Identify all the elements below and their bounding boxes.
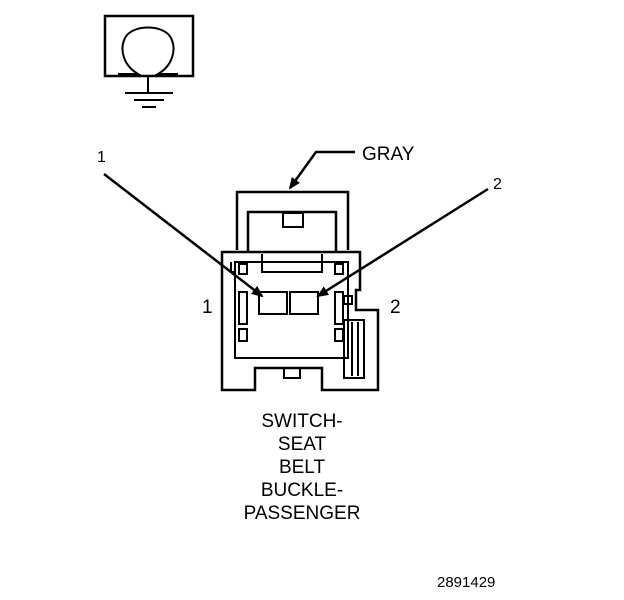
wire-color-label: GRAY <box>362 144 415 165</box>
ground-symbol-icon <box>103 14 195 108</box>
connector-name-line: BELT <box>278 457 326 478</box>
figure-id: 2891429 <box>437 574 496 591</box>
callout-arrows <box>103 173 489 298</box>
connector-housing <box>220 190 380 392</box>
connector-name-line: BUCKLE- <box>260 480 344 501</box>
pin-label-2: 2 <box>390 297 401 318</box>
wire-color-leader <box>288 150 355 190</box>
connector-name-line: SWITCH- <box>261 411 343 432</box>
callout-arrow-2 <box>316 187 489 298</box>
connector-name-line: SEAT <box>277 434 327 455</box>
callout-arrow-1 <box>103 173 264 298</box>
pin-label-1: 1 <box>202 297 213 318</box>
connector-name: SWITCH- SEAT BELT BUCKLE- PASSENGER <box>180 410 424 525</box>
callout-number-2: 2 <box>493 176 502 193</box>
callout-number-1: 1 <box>97 149 106 166</box>
connector-name-line: PASSENGER <box>243 503 361 524</box>
